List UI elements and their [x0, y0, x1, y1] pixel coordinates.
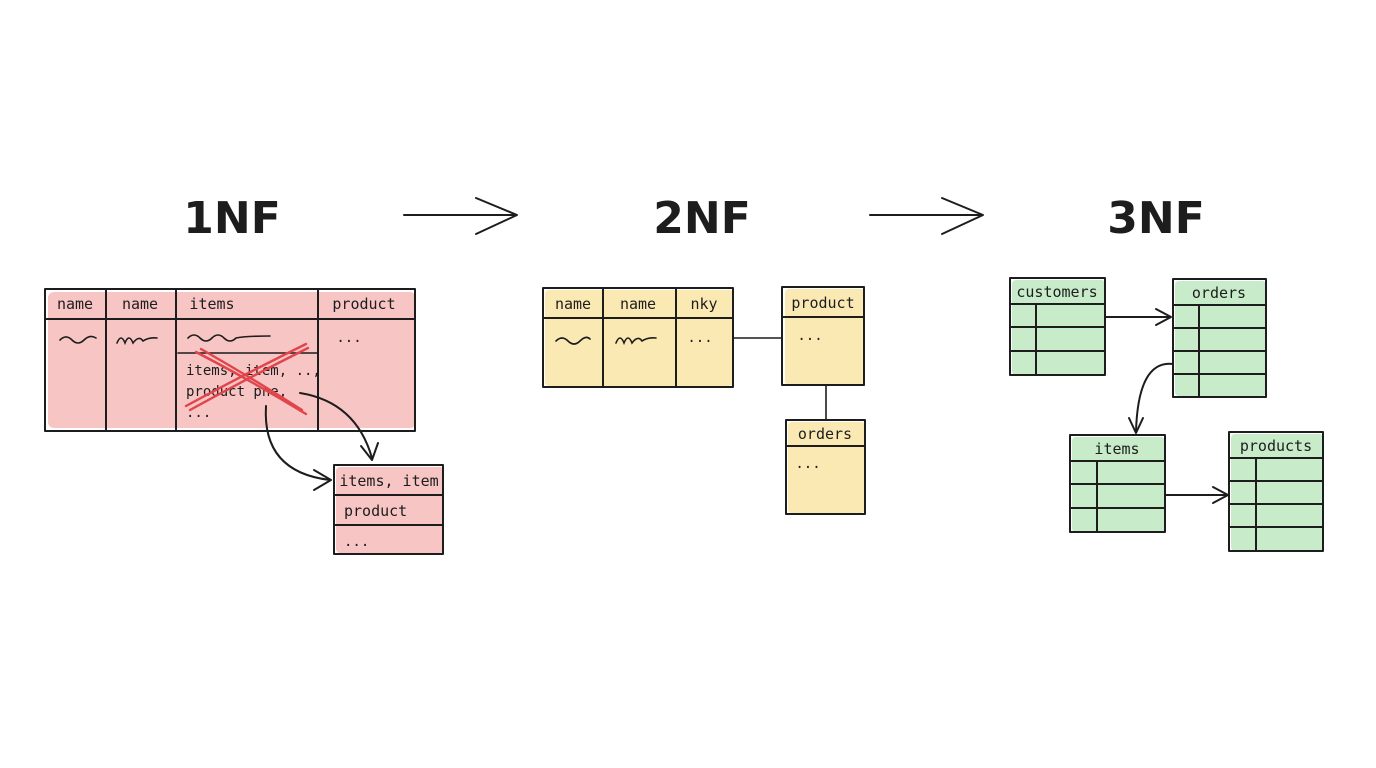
nf1-nested-line-3: ... [186, 405, 211, 421]
nf1-header-items: items [189, 295, 234, 313]
nf1-value-squiggle-1 [59, 335, 97, 344]
title-1nf: 1NF [183, 193, 281, 244]
nf2-value-squiggle-1 [555, 336, 591, 345]
table-2nf-orders: orders ... [785, 419, 866, 515]
nf1-split-arrows [264, 392, 379, 491]
nf1-value-squiggle-3 [187, 334, 271, 342]
nf1-product-value: ... [336, 330, 361, 346]
table-2nf-main: name name nky ... [542, 287, 734, 388]
nf2-product-header: product [791, 294, 854, 312]
table-3nf-orders: orders [1172, 278, 1267, 398]
nf1-split-row-1: items, item [339, 472, 438, 490]
nf2-header-nky: nky [690, 295, 717, 313]
nf1-cross-out-mark [184, 342, 310, 416]
nf3-products-header: products [1240, 437, 1312, 455]
nf1-split-table: items, item product ... [333, 464, 444, 555]
nf1-split-row-2: product [344, 502, 407, 520]
nf2-orders-value: ... [795, 456, 820, 472]
table-1nf: name name items product ... items, item,… [44, 288, 416, 432]
nf1-value-squiggle-2 [116, 337, 158, 346]
title-3nf: 3NF [1107, 193, 1205, 244]
nf2-orders-header: orders [798, 425, 852, 443]
nf1-header-name-2: name [122, 295, 158, 313]
nf1-split-row-3: ... [344, 534, 369, 550]
table-3nf-customers: customers [1009, 277, 1106, 376]
table-3nf-items: items [1069, 434, 1166, 533]
table-2nf-product: product ... [781, 286, 865, 386]
nf1-header-product: product [332, 295, 395, 313]
nf1-header-name-1: name [57, 295, 93, 313]
arrow-2nf-to-3nf [869, 197, 984, 235]
arrow-1nf-to-2nf [403, 197, 518, 235]
nf2-header-name-2: name [620, 295, 656, 313]
nf2-product-value: ... [797, 328, 822, 344]
nf2-main-value: ... [687, 330, 712, 346]
nf3-items-header: items [1094, 440, 1139, 458]
nf2-value-squiggle-2 [615, 337, 657, 346]
table-3nf-products: products [1228, 431, 1324, 552]
nf2-header-name-1: name [555, 295, 591, 313]
nf3-relation-arrows [1104, 308, 1229, 504]
nf3-customers-header: customers [1016, 283, 1097, 301]
title-2nf: 2NF [653, 193, 751, 244]
nf3-orders-header: orders [1192, 284, 1246, 302]
